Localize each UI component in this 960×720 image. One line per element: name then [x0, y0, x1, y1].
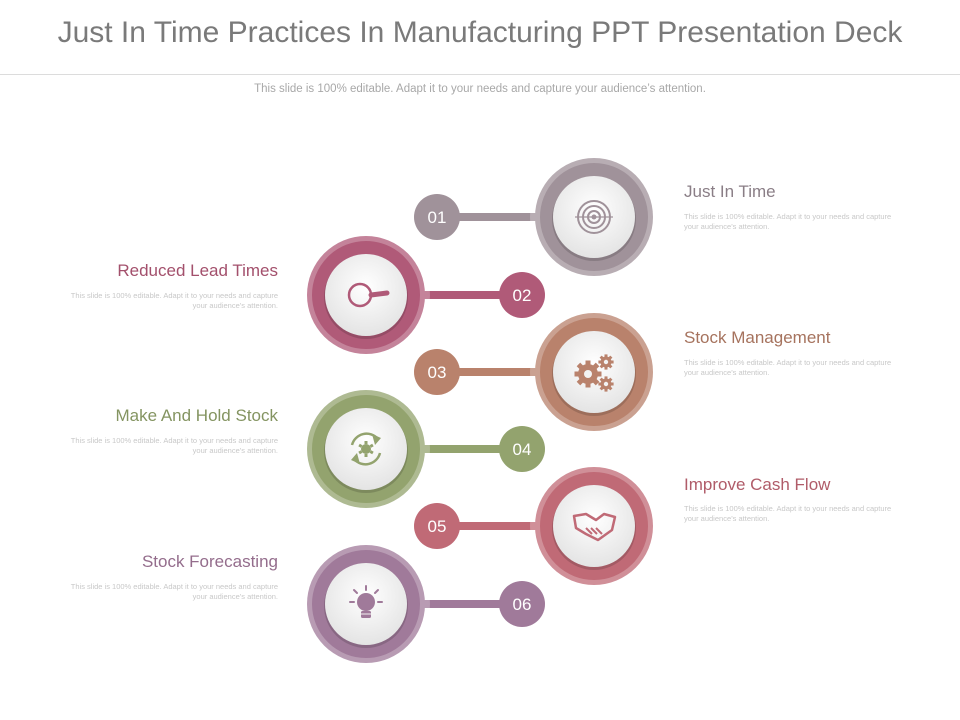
magnifier-icon [347, 282, 390, 308]
step-5-label: Improve Cash Flow [684, 475, 831, 494]
step-2-description: This slide is 100% editable. Adapt it to… [70, 291, 278, 310]
handshake-icon [572, 512, 617, 542]
step-3-number: 03 [428, 363, 447, 382]
title-divider [0, 74, 960, 75]
step-3-ring [530, 308, 658, 436]
step-4-description: This slide is 100% editable. Adapt it to… [70, 436, 278, 455]
slide-subtitle: This slide is 100% editable. Adapt it to… [254, 83, 706, 95]
step-2-label: Reduced Lead Times [117, 261, 278, 280]
slide-title: Just In Time Practices In Manufacturing … [57, 16, 903, 49]
step-5-description: This slide is 100% editable. Adapt it to… [684, 504, 892, 523]
step-2-number-badge: 02 [499, 272, 545, 318]
lightbulb-icon [349, 585, 383, 618]
step-3-label: Stock Management [684, 328, 831, 347]
step-6-label: Stock Forecasting [141, 552, 278, 571]
target-icon [575, 200, 613, 234]
step-1-number-badge: 01 [414, 194, 460, 240]
step-4-ring [302, 385, 430, 513]
step-6-ring [302, 540, 430, 668]
step-2-ring [302, 231, 430, 359]
step-5-ring [530, 462, 658, 590]
step-5-number: 05 [428, 517, 447, 536]
step-4-number-badge: 04 [499, 426, 545, 472]
step-1-label: Just In Time [684, 182, 776, 201]
step-1-description: This slide is 100% editable. Adapt it to… [684, 212, 892, 231]
gears-icon [574, 354, 614, 392]
step-3-description: This slide is 100% editable. Adapt it to… [684, 358, 892, 377]
step-4-label: Make And Hold Stock [115, 406, 278, 425]
step-1-number: 01 [428, 208, 447, 227]
step-4-number: 04 [513, 440, 532, 459]
step-3-number-badge: 03 [414, 349, 460, 395]
refresh-gear-icon [350, 432, 382, 466]
step-2-number: 02 [513, 286, 532, 305]
step-6-number-badge: 06 [499, 581, 545, 627]
step-6-description: This slide is 100% editable. Adapt it to… [70, 582, 278, 601]
step-5-number-badge: 05 [414, 503, 460, 549]
step-1-ring [530, 153, 658, 281]
step-6-number: 06 [513, 595, 532, 614]
